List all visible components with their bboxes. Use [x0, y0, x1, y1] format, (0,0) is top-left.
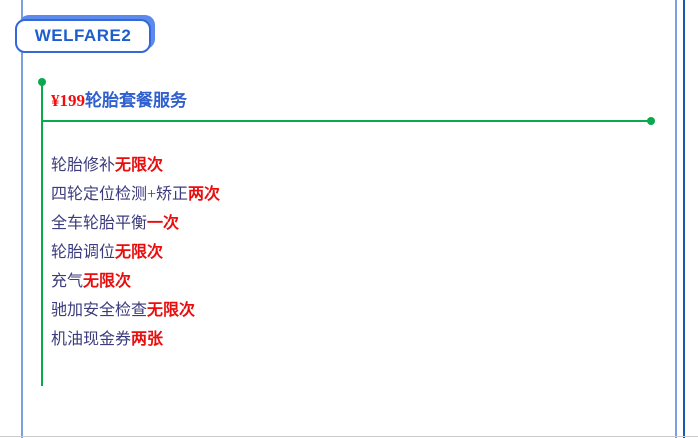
service-name: 全车轮胎平衡 — [51, 215, 148, 232]
service-quantity: 两次 — [188, 186, 221, 203]
welfare-badge: WELFARE2 — [15, 19, 151, 53]
service-quantity: 无限次 — [147, 302, 196, 319]
right-border-line-dark — [683, 0, 685, 438]
green-horizontal-rule — [42, 120, 651, 122]
list-item: 四轮定位检测+矫正两次 — [51, 180, 220, 209]
package-title: ¥199轮胎套餐服务 — [51, 90, 187, 112]
service-quantity: 一次 — [147, 215, 180, 232]
service-quantity: 两张 — [131, 331, 164, 348]
service-list: 轮胎修补无限次 四轮定位检测+矫正两次 全车轮胎平衡一次 轮胎调位无限次 充气无… — [51, 151, 220, 354]
service-name: 充气 — [51, 273, 84, 290]
service-quantity: 无限次 — [83, 273, 132, 290]
service-quantity: 无限次 — [115, 244, 164, 261]
package-name: 轮胎套餐服务 — [85, 91, 187, 110]
service-name: 四轮定位检测+矫正 — [51, 186, 189, 203]
list-item: 轮胎调位无限次 — [51, 238, 220, 267]
service-name: 机油现金券 — [51, 331, 132, 348]
left-border-line — [21, 0, 23, 438]
service-quantity: 无限次 — [115, 157, 164, 174]
list-item: 驰加安全检查无限次 — [51, 296, 220, 325]
list-item: 充气无限次 — [51, 267, 220, 296]
service-name: 轮胎调位 — [51, 244, 116, 261]
bottom-divider — [0, 436, 698, 437]
service-name: 轮胎修补 — [51, 157, 116, 174]
service-name: 驰加安全检查 — [51, 302, 148, 319]
green-vertical-rule — [41, 82, 43, 386]
list-item: 轮胎修补无限次 — [51, 151, 220, 180]
welfare-badge-label: WELFARE2 — [34, 26, 132, 45]
green-dot-right — [647, 117, 655, 125]
right-border-line-light — [675, 0, 677, 438]
list-item: 机油现金券两张 — [51, 325, 220, 354]
list-item: 全车轮胎平衡一次 — [51, 209, 220, 238]
package-price: ¥199 — [51, 91, 85, 110]
